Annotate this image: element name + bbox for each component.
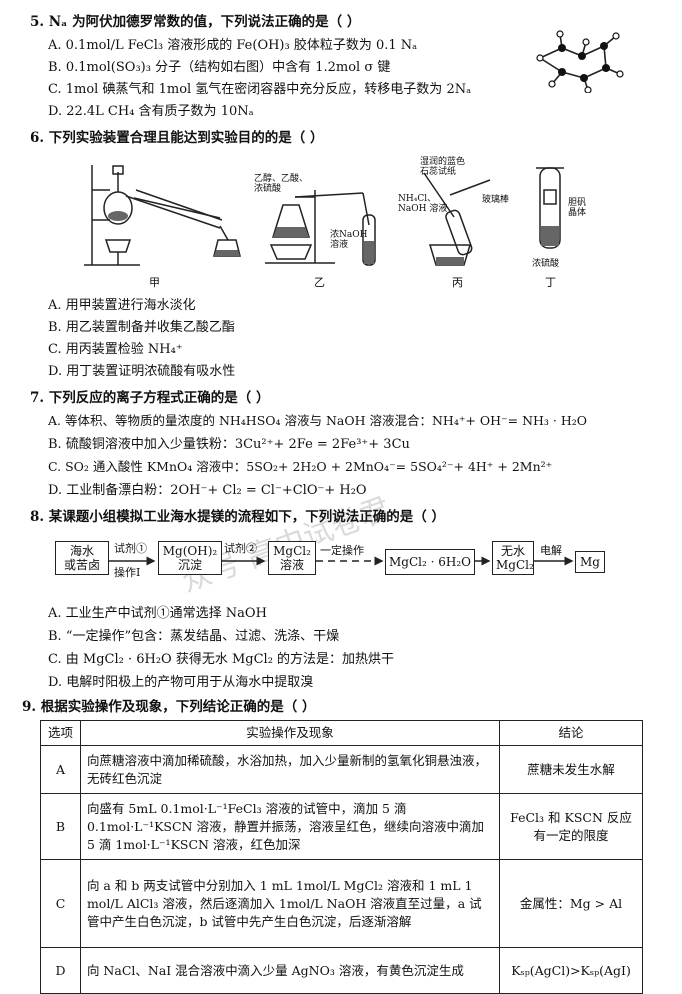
flow-box-anhydrous-mgcl2: 无水 MgCl₂ bbox=[492, 541, 534, 575]
apparatus-ding-tube bbox=[536, 167, 564, 249]
flow-box-mgcl2-6h2o: MgCl₂ · 6H₂O bbox=[385, 549, 475, 575]
flow-arrow5-top: 电解 bbox=[540, 544, 562, 557]
apparatus-yi-label: 乙 bbox=[314, 276, 325, 289]
question-6-stem: 6. 下列实验装置合理且能达到实验目的的是（ ） bbox=[30, 130, 324, 146]
q5-option-d: D. 22.4L CH₄ 含有质子数为 10Nₐ bbox=[48, 104, 254, 119]
q5-option-a: A. 0.1mol/L FeCl₃ 溶液形成的 Fe(OH)₃ 胶体粒子数为 0… bbox=[48, 38, 418, 53]
apparatus-yi-ester bbox=[265, 190, 376, 266]
table-cell-operation: 向盛有 5mL 0.1mol·L⁻¹FeCl₃ 溶液的试管中，滴加 5 滴 0.… bbox=[79, 793, 501, 860]
yi-reagent-label: 乙醇、乙酸、 浓硫酸 bbox=[254, 174, 309, 194]
table-cell-option: A bbox=[40, 745, 81, 794]
q6-option-c: C. 用丙装置检验 NH₄⁺ bbox=[48, 342, 183, 357]
apparatus-bing-ammonia-test bbox=[423, 172, 491, 266]
table-cell-option: D bbox=[40, 947, 81, 994]
flow-box-mgcl2-solution: MgCl₂ 溶液 bbox=[268, 541, 316, 575]
q6-option-a: A. 用甲装置进行海水淡化 bbox=[48, 298, 196, 313]
table-header: 结论 bbox=[499, 720, 643, 746]
apparatus-ding-label: 丁 bbox=[545, 276, 556, 289]
table-row: A 向蔗糖溶液中滴加稀硫酸，水浴加热，加入少量新制的氢氧化铜悬浊液，无砖红色沉淀… bbox=[40, 745, 643, 794]
yi-naoh-label: 浓NaOH 溶液 bbox=[330, 230, 368, 250]
q7-option-d: D. 工业制备漂白粉：2OH⁻+ Cl₂ = Cl⁻+ClO⁻+ H₂O bbox=[48, 483, 367, 498]
q6-option-d: D. 用丁装置证明浓硫酸有吸水性 bbox=[48, 364, 236, 379]
table-header-row: 选项 实验操作及现象 结论 bbox=[40, 720, 643, 746]
table-cell-conclusion: Kₛₚ(AgCl)>Kₛₚ(AgI) bbox=[499, 947, 643, 994]
q8-option-a: A. 工业生产中试剂①通常选择 NaOH bbox=[48, 606, 267, 621]
q6-option-b: B. 用乙装置制备并收集乙酸乙酯 bbox=[48, 320, 235, 335]
bing-rod-label: 玻璃棒 bbox=[482, 195, 510, 205]
table-header: 实验操作及现象 bbox=[79, 720, 501, 746]
flow-box-seawater: 海水 或苦卤 bbox=[55, 541, 109, 575]
q7-option-b: B. 硫酸铜溶液中加入少量铁粉：3Cu²⁺+ 2Fe = 2Fe³⁺+ 3Cu bbox=[48, 437, 410, 452]
table-row: C 向 a 和 b 两支试管中分别加入 1 mL 1mol/L MgCl₂ 溶液… bbox=[40, 859, 643, 948]
table-cell-option: B bbox=[40, 793, 81, 860]
q8-option-c: C. 由 MgCl₂ · 6H₂O 获得无水 MgCl₂ 的方法是：加热烘干 bbox=[48, 652, 395, 667]
question-5-stem: 5. Nₐ 为阿伏加德罗常数的值，下列说法正确的是（ ） bbox=[30, 14, 361, 30]
flow-arrow3-top: 一定操作 bbox=[320, 544, 364, 557]
question-9-stem: 9. 根据实验操作及现象，下列结论正确的是（ ） bbox=[22, 699, 316, 715]
flow-arrows bbox=[108, 556, 574, 566]
table-cell-conclusion: 蔗糖未发生水解 bbox=[499, 745, 643, 794]
flow-arrow1-bottom: 操作I bbox=[114, 566, 141, 579]
table-cell-operation: 向 a 和 b 两支试管中分别加入 1 mL 1mol/L MgCl₂ 溶液和 … bbox=[79, 859, 501, 948]
q7-option-a: A. 等体积、等物质的量浓度的 NH₄HSO₄ 溶液与 NaOH 溶液混合：NH… bbox=[48, 413, 587, 428]
bing-reagent-label: NH₄Cl、 NaOH 溶液 bbox=[398, 194, 448, 214]
table-row: D 向 NaCl、NaI 混合溶液中滴入少量 AgNO₃ 溶液，有黄色沉淀生成 … bbox=[40, 947, 643, 994]
q5-option-c: C. 1mol 碘蒸气和 1mol 氢气在密闭容器中充分反应，转移电子数为 2N… bbox=[48, 82, 472, 97]
table-cell-operation: 向 NaCl、NaI 混合溶液中滴入少量 AgNO₃ 溶液，有黄色沉淀生成 bbox=[79, 947, 501, 994]
table-header: 选项 bbox=[40, 720, 81, 746]
q5-option-b: B. 0.1mol(SO₃)₃ 分子（结构如右图）中含有 1.2mol σ 键 bbox=[48, 60, 391, 75]
q9-table: 选项 实验操作及现象 结论 A 向蔗糖溶液中滴加稀硫酸，水浴加热，加入少量新制的… bbox=[40, 720, 643, 994]
table-cell-option: C bbox=[40, 859, 81, 948]
question-7-stem: 7. 下列反应的离子方程式正确的是（ ） bbox=[30, 390, 270, 406]
table-row: B 向盛有 5mL 0.1mol·L⁻¹FeCl₃ 溶液的试管中，滴加 5 滴 … bbox=[40, 793, 643, 860]
flow-arrow2-top: 试剂② bbox=[224, 542, 257, 555]
flow-box-mg: Mg bbox=[575, 551, 605, 573]
q8-option-d: D. 电解时阳极上的产物可用于从海水中提取溴 bbox=[48, 675, 314, 690]
so3-trimer-structure-diagram bbox=[536, 30, 624, 93]
bing-paper-label: 湿润的蓝色 石蕊试纸 bbox=[420, 157, 466, 177]
flow-arrow1-top: 试剂① bbox=[114, 542, 147, 555]
ding-acid-label: 浓硫酸 bbox=[532, 259, 560, 269]
apparatus-bing-label: 丙 bbox=[452, 276, 463, 289]
table-cell-conclusion: FeCl₃ 和 KSCN 反应有一定的限度 bbox=[499, 793, 643, 860]
ding-crystal-label: 胆矾 晶体 bbox=[568, 198, 587, 218]
table-cell-conclusion: 金属性：Mg > Al bbox=[499, 859, 643, 948]
q7-option-c: C. SO₂ 通入酸性 KMnO₄ 溶液中：5SO₂+ 2H₂O + 2MnO₄… bbox=[48, 459, 553, 474]
flow-box-mgoh2: Mg(OH)₂ 沉淀 bbox=[158, 541, 222, 575]
question-8-stem: 8. 某课题小组模拟工业海水提镁的流程如下，下列说法正确的是（ ） bbox=[30, 509, 445, 525]
apparatus-jia-label: 甲 bbox=[149, 276, 160, 289]
q8-option-b: B. “一定操作”包含：蒸发结晶、过滤、洗涤、干燥 bbox=[48, 629, 340, 644]
table-cell-operation: 向蔗糖溶液中滴加稀硫酸，水浴加热，加入少量新制的氢氧化铜悬浊液，无砖红色沉淀 bbox=[79, 745, 501, 794]
apparatus-jia-distillation bbox=[84, 165, 241, 266]
